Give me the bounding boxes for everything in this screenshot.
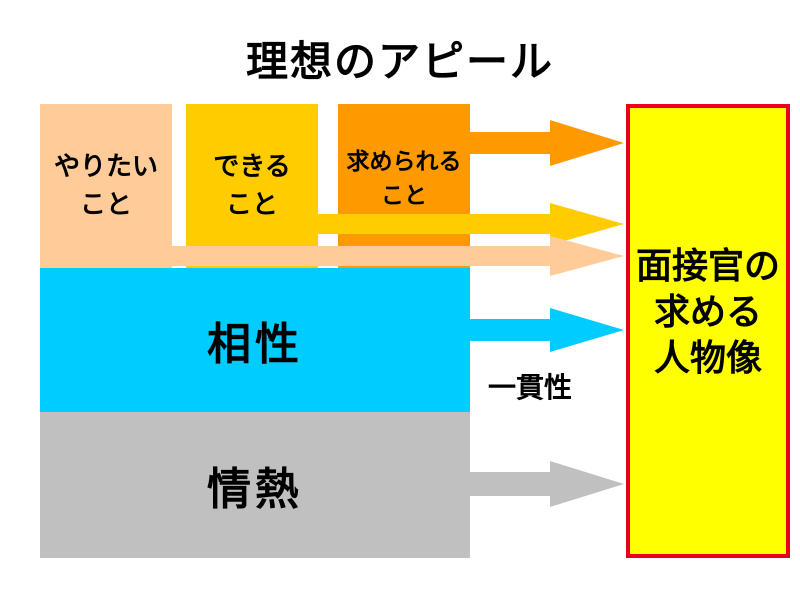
compatibility-arrow (470, 308, 624, 352)
target-line2: 求める (653, 292, 762, 333)
target-line3: 人物像 (653, 338, 762, 379)
want-to-do-line1: やりたい (53, 152, 158, 182)
consistency-label: 一貫性 (488, 371, 573, 404)
target-line1: 面接官の (635, 246, 780, 287)
required-box: 求められる こと (338, 104, 470, 268)
required-line1: 求められる (346, 149, 462, 175)
can-do-line1: できる (213, 152, 291, 182)
passion-box: 情熱 (40, 412, 470, 558)
compatibility-box: 相性 (40, 268, 470, 412)
want-to-do-line2: こと (79, 190, 132, 220)
can-do-box: できる こと (186, 104, 318, 268)
want-to-do-box: やりたい こと (40, 104, 172, 268)
can-do-line2: こと (225, 190, 278, 220)
interviewer-ideal-box: 面接官の 求める 人物像 (626, 104, 790, 558)
diagram-title: 理想のアピール (245, 37, 554, 86)
required-line2: こと (381, 183, 427, 209)
required-arrow (470, 120, 624, 166)
passion-arrow (470, 461, 624, 507)
